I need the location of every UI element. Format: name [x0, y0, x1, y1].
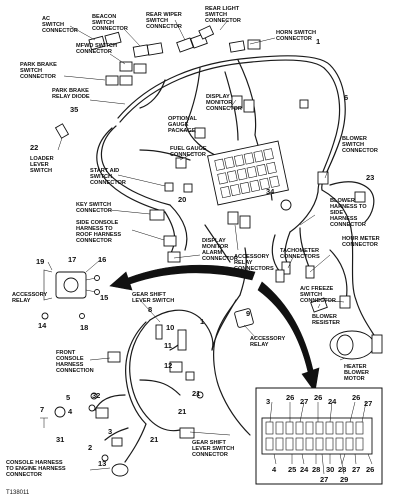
heater-blower-motor — [329, 330, 383, 360]
arrow-to-fuse-inset — [257, 281, 320, 393]
callout: 8 — [148, 305, 152, 314]
callout: 3 — [108, 427, 112, 436]
callout: 22 — [30, 143, 38, 152]
callout: 9 — [246, 309, 250, 318]
callout: 6 — [344, 93, 348, 102]
inset-callout: 28 — [338, 465, 346, 474]
callout: 31 — [56, 435, 64, 444]
inset-callout: 30 — [326, 465, 334, 474]
callout: 5 — [66, 393, 70, 402]
inset-callout: 24 — [300, 465, 309, 474]
arrow-to-relay-detail — [109, 264, 256, 291]
inset-callout: 26 — [314, 393, 322, 402]
center-fuse-panel — [207, 140, 289, 206]
callout: 21 — [150, 435, 158, 444]
gear-shift-parts — [40, 324, 204, 477]
lower-harness — [94, 309, 214, 463]
callout: 4 — [68, 407, 73, 416]
inset-callout: 27 — [300, 397, 308, 406]
leader-lines — [47, 19, 346, 471]
misc-connectors — [54, 95, 366, 309]
callout: 17 — [68, 255, 76, 264]
accessory-relay-mid — [234, 308, 254, 328]
callout: 13 — [98, 459, 106, 468]
inset-callout: 26 — [352, 393, 360, 402]
inset-callout: 29 — [340, 475, 348, 484]
callout-numbers: 1 35 22 6 23 34 20 19 17 16 15 14 18 8 9… — [30, 37, 374, 468]
callout: 1 — [316, 37, 320, 46]
callout: 21 — [178, 407, 186, 416]
inset-callout: 4 — [272, 465, 277, 474]
callout: 34 — [266, 187, 275, 196]
inset-callouts: 3 26 27 26 24 26 27 4 25 24 28 30 27 28 … — [266, 393, 374, 484]
callout: 15 — [100, 293, 108, 302]
blower-resister — [310, 297, 328, 313]
callout: 2 — [88, 443, 92, 452]
figure-id: T138011 — [6, 490, 30, 496]
callout: 14 — [38, 321, 47, 330]
inset-callout: 27 — [364, 399, 372, 408]
inset-callout: 24 — [328, 397, 337, 406]
callout: 32 — [92, 391, 100, 400]
inset-callout: 28 — [312, 465, 320, 474]
callout: 10 — [166, 323, 174, 332]
callout: 35 — [70, 105, 78, 114]
top-switch-connectors — [88, 25, 261, 86]
callout: 7 — [40, 405, 44, 414]
callout: 20 — [178, 195, 186, 204]
fuse-inset — [255, 387, 383, 485]
inset-callout: 25 — [288, 465, 296, 474]
inset-callout: 27 — [352, 465, 360, 474]
accessory-relay-detail — [41, 269, 100, 320]
callout: 1 — [200, 317, 204, 326]
callout: 19 — [36, 257, 44, 266]
callout: 11 — [164, 341, 172, 350]
callout: 16 — [98, 255, 106, 264]
inset-callout: 27 — [320, 475, 328, 484]
main-harness — [96, 55, 381, 436]
inset-callout: 3 — [266, 397, 270, 406]
callout: 23 — [366, 173, 374, 182]
inset-callout: 26 — [286, 393, 294, 402]
callout: 18 — [80, 323, 88, 332]
callout: 21 — [192, 389, 200, 398]
callout: 12 — [164, 361, 172, 370]
inset-callout: 26 — [366, 465, 374, 474]
